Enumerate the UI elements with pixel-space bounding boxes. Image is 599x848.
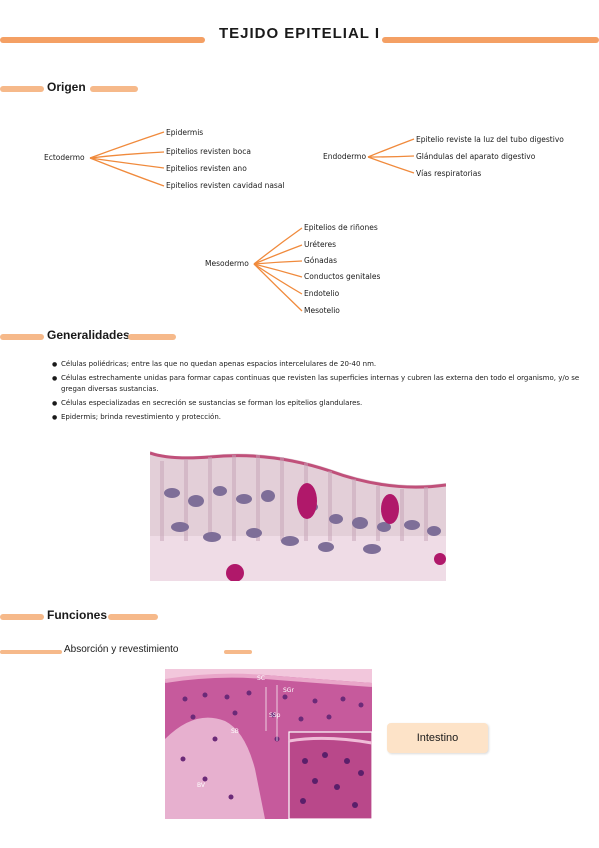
section-heading-funciones: Funciones [47,608,108,622]
mesodermo-child-5: Endotelio [304,289,340,298]
intestino-badge: Intestino [387,723,488,753]
origen-bar-right [90,86,138,92]
label-sc: SC [257,675,265,682]
label-sb: SB [231,728,239,735]
ectodermo-child-3: Epitelios revisten ano [166,164,247,173]
endodermo-child-2: Glándulas del aparato digestivo [416,152,536,161]
endodermo-root: Endodermo [323,152,367,161]
ectodermo-child-1: Epidermis [166,128,204,137]
mesodermo-child-1: Epitelios de riñones [304,223,378,232]
ectodermo-root: Ectodermo [44,153,85,162]
list-item: Células estrechamente unidas para formar… [52,373,597,395]
generalidades-bar-right [128,334,176,340]
mesodermo-child-4: Conductos genitales [304,272,381,281]
mesodermo-child-2: Uréteres [304,240,337,249]
funciones-bar-right [108,614,158,620]
mesodermo-root: Mesodermo [205,259,249,268]
list-item: Epidermis; brinda revestimiento y protec… [52,412,597,423]
absorcion-bar-right [224,650,252,654]
title-bar-right [382,37,599,43]
section-heading-generalidades: Generalidades [47,328,130,342]
label-sgr: SGr [283,687,294,694]
epithelium-micrograph [150,441,446,581]
funciones-bar-left [0,614,44,620]
mesodermo-child-3: Gónadas [304,256,338,265]
ectodermo-child-4: Epitelios revisten cavidad nasal [166,181,285,190]
title-bar-left [0,37,205,43]
section-heading-origen: Origen [47,80,86,94]
absorcion-bar-left [0,650,62,654]
list-item: Células especializadas en secreción se s… [52,398,597,409]
endodermo-child-3: Vías respiratorias [416,169,482,178]
skin-micrograph: SC SGr SSp SB BV [165,669,372,819]
page-title: TEJIDO EPITELIAL I [218,25,381,42]
generalidades-list: Células poliédricas; entre las que no qu… [52,359,597,426]
label-bv: BV [197,782,206,789]
subheading-absorcion: Absorción y revestimiento [64,644,179,655]
generalidades-bar-left [0,334,44,340]
ectodermo-child-2: Epitelios revisten boca [166,147,251,156]
label-ssp: SSp [269,712,281,719]
mesodermo-child-6: Mesotelio [304,306,340,315]
endodermo-child-1: Epitelio reviste la luz del tubo digesti… [416,135,564,144]
origen-bar-left [0,86,44,92]
list-item: Células poliédricas; entre las que no qu… [52,359,597,370]
